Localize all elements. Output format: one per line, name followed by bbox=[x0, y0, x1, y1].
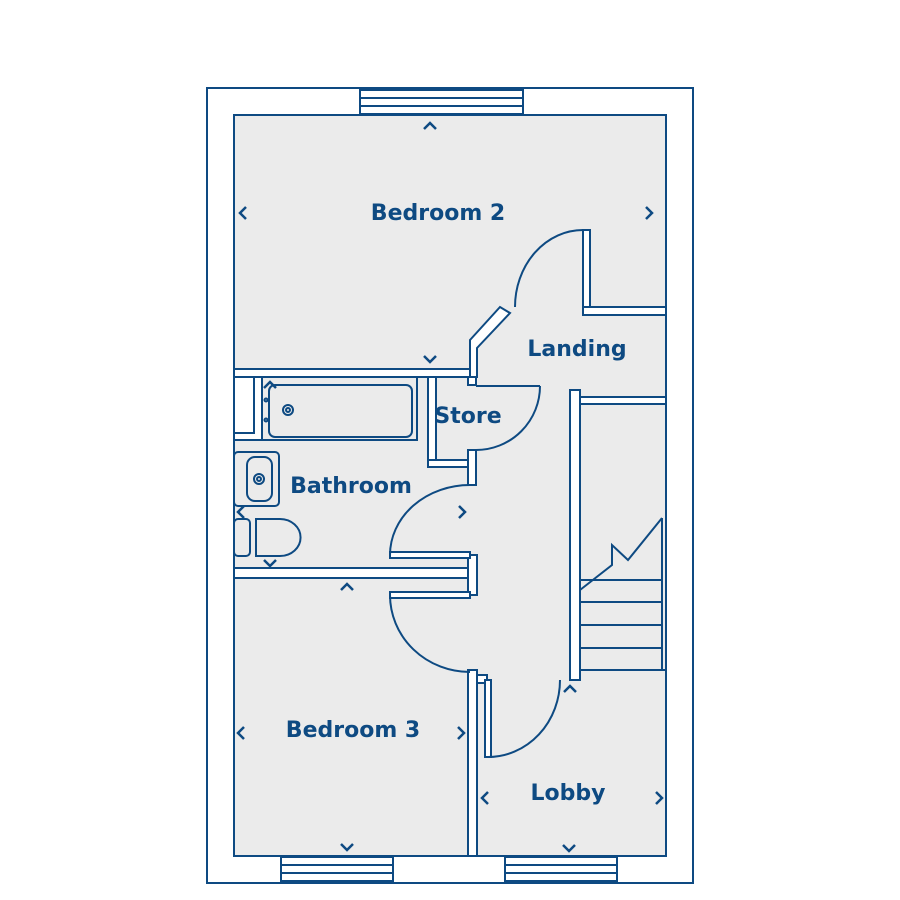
chevron-left-icon bbox=[238, 206, 247, 220]
door-lobby[interactable] bbox=[484, 679, 561, 758]
chevron-left-icon bbox=[236, 726, 245, 740]
door-bedroom2[interactable] bbox=[514, 229, 584, 308]
room-label-store: Store bbox=[434, 404, 501, 429]
chevron-down-icon bbox=[562, 844, 576, 853]
toilet bbox=[233, 518, 302, 557]
chevron-up-icon bbox=[423, 121, 437, 130]
door-store[interactable] bbox=[475, 385, 541, 451]
chevron-left-icon bbox=[480, 791, 489, 805]
chevron-up-icon bbox=[340, 582, 354, 591]
window-lobby bbox=[504, 856, 618, 882]
chevron-down-icon bbox=[340, 843, 354, 852]
chevron-up-icon bbox=[563, 684, 577, 693]
window-top bbox=[359, 89, 524, 115]
door-bedroom3[interactable] bbox=[389, 591, 471, 673]
room-label-bedroom2: Bedroom 2 bbox=[371, 201, 505, 226]
chevron-right-icon bbox=[655, 791, 664, 805]
chevron-right-icon bbox=[458, 505, 467, 519]
door-bathroom[interactable] bbox=[389, 484, 471, 559]
dimension-markers bbox=[236, 121, 664, 853]
room-label-landing: Landing bbox=[527, 337, 626, 362]
sink bbox=[233, 451, 280, 507]
window-bedroom3 bbox=[280, 856, 394, 882]
interior-floor bbox=[233, 114, 667, 857]
staircase bbox=[579, 517, 666, 671]
room-label-bathroom: Bathroom bbox=[290, 474, 412, 499]
chevron-right-icon bbox=[457, 726, 466, 740]
room-label-lobby: Lobby bbox=[531, 781, 606, 806]
chevron-down-icon bbox=[263, 559, 277, 568]
interior-walls bbox=[233, 229, 667, 857]
chevron-down-icon bbox=[423, 355, 437, 364]
room-label-bedroom3: Bedroom 3 bbox=[286, 718, 420, 743]
bathtub bbox=[261, 376, 418, 441]
chevron-right-icon bbox=[645, 206, 654, 220]
chevron-left-icon bbox=[236, 505, 245, 519]
chevron-up-icon bbox=[263, 380, 277, 389]
